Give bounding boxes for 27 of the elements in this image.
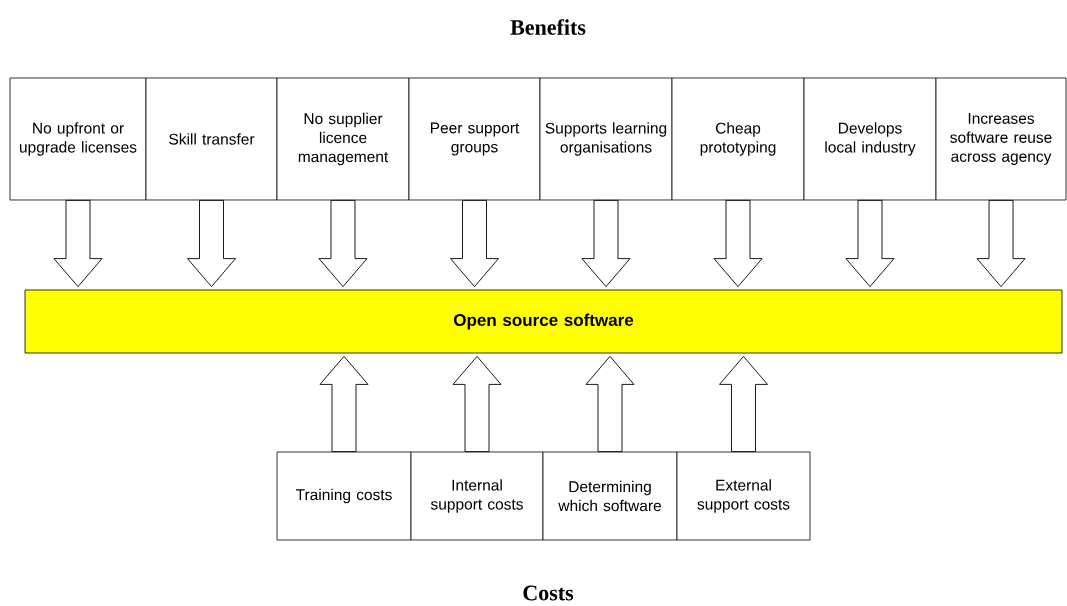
benefit-box: No upfront or upgrade licenses <box>9 77 147 201</box>
benefit-box: Cheap prototyping <box>671 77 805 201</box>
block-arrow <box>976 199 1026 288</box>
cost-box: Internal support costs <box>410 451 544 541</box>
benefit-box: No supplier licence management <box>276 77 410 201</box>
block-arrow <box>585 355 635 453</box>
cost-box: Determining which software <box>542 451 678 541</box>
cost-box: External support costs <box>676 451 811 541</box>
heading: Benefits <box>510 19 586 35</box>
heading: Costs <box>523 585 574 601</box>
block-arrow <box>187 199 236 288</box>
block-arrow <box>450 199 499 288</box>
software-bar: Open source software <box>24 289 1063 354</box>
block-arrow <box>719 355 768 453</box>
benefit-box: Develops local industry <box>803 77 937 201</box>
cost-box: Training costs <box>276 451 412 541</box>
block-arrow <box>581 199 631 288</box>
block-arrow <box>452 355 502 453</box>
benefit-box: Increases software reuse across agency <box>935 77 1067 201</box>
block-arrow <box>845 199 895 288</box>
benefit-box: Peer support groups <box>408 77 541 201</box>
block-arrow <box>318 199 368 288</box>
block-arrow <box>713 199 763 288</box>
block-arrow <box>53 199 103 288</box>
benefit-box: Skill transfer <box>145 77 278 201</box>
block-arrow <box>319 355 369 453</box>
benefit-box: Supports learning organisations <box>539 77 673 201</box>
